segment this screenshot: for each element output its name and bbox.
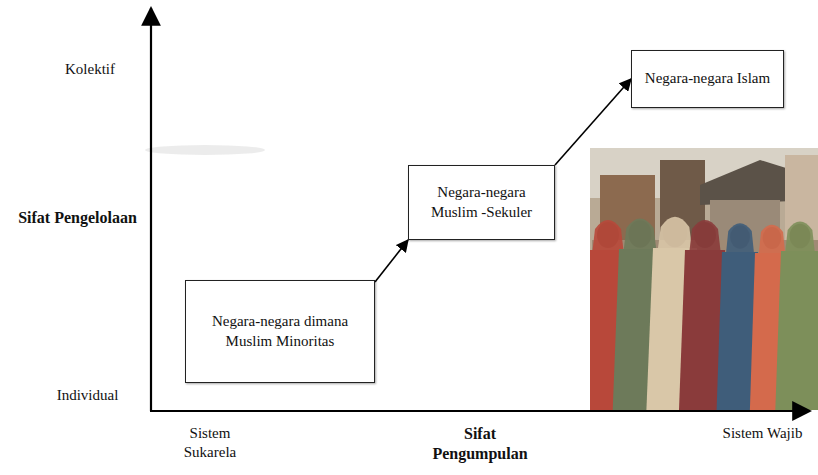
axis-label: Sistem Wajib [715, 424, 810, 443]
head-scarf [657, 217, 692, 253]
faint-smudge [145, 145, 265, 155]
head-scarf [785, 222, 815, 256]
axis-label: Sifat Pengumpulan [420, 424, 540, 464]
box-text: Negara-negara Muslim -Sekuler [417, 183, 546, 222]
y-axis [150, 8, 152, 411]
axis-label: Sistem Sukarela [165, 424, 255, 462]
axis-label: Individual [30, 386, 145, 405]
axis-label: Kolektif [40, 60, 140, 79]
flow-arrow [375, 240, 408, 282]
flow-arrow [555, 79, 631, 165]
x-axis [150, 410, 810, 412]
head-scarf [689, 220, 721, 255]
region-box: Negara-negara Muslim -Sekuler [408, 165, 555, 240]
person-body [775, 251, 818, 410]
box-text: Negara-negara Islam [640, 69, 775, 89]
box-text: Negara-negara dimana Muslim Minoritas [194, 312, 366, 351]
photo-content [590, 148, 818, 410]
region-box: Negara-negara dimana Muslim Minoritas [185, 280, 375, 383]
region-box: Negara-negara Islam [631, 50, 784, 108]
head-scarf [726, 223, 755, 257]
photo-illustration [582, 148, 818, 410]
head-scarf [623, 218, 657, 254]
axis-label: Sifat Pengelolaan [10, 208, 145, 228]
